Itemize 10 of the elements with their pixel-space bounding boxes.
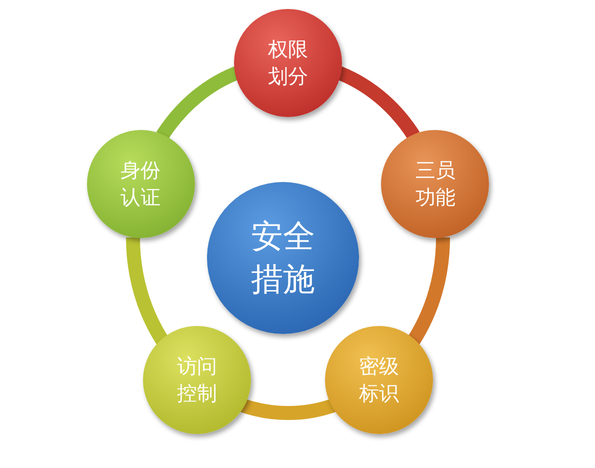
circle-node bbox=[142, 326, 251, 434]
circle-label: 安全措施 bbox=[250, 216, 316, 300]
circle-label: 密级标识 bbox=[358, 352, 400, 407]
circle-label: 权限划分 bbox=[267, 36, 309, 90]
circle-label: 访问控制 bbox=[176, 352, 218, 407]
ring-arc bbox=[126, 237, 169, 345]
circle-node bbox=[325, 326, 434, 434]
circle-label: 三员功能 bbox=[414, 156, 456, 211]
ring-arc bbox=[407, 237, 450, 345]
circle-label: 身份认证 bbox=[120, 156, 162, 211]
